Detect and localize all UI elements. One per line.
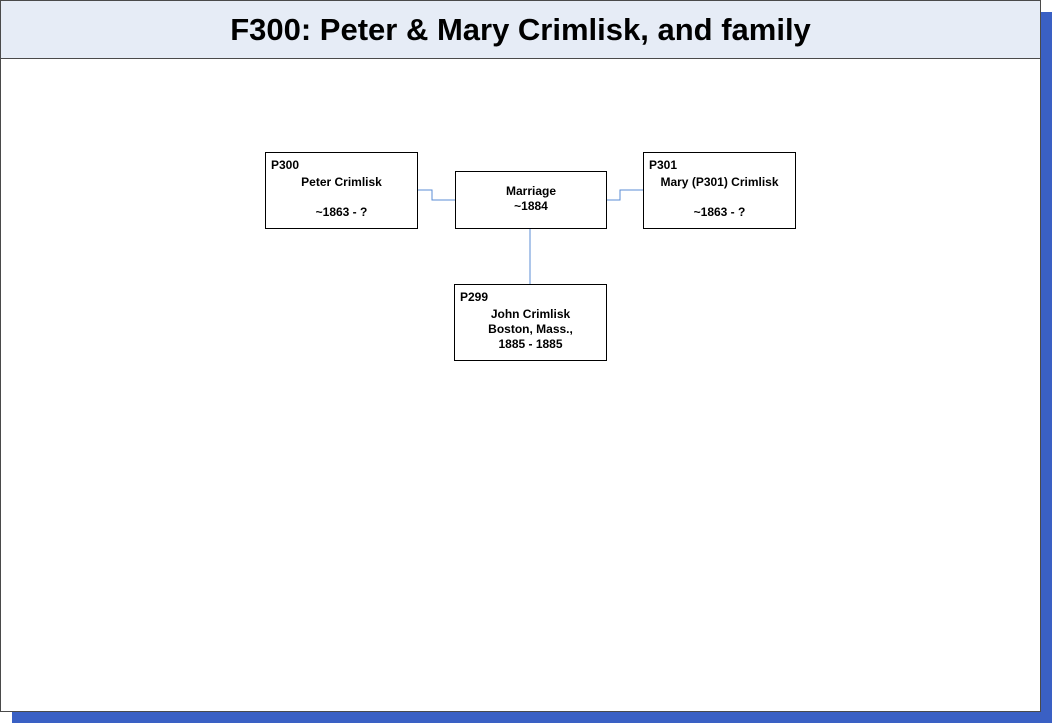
- marriage-node[interactable]: Marriage ~1884: [455, 171, 607, 229]
- person-id: P300: [271, 158, 300, 172]
- chart-title: F300: Peter & Mary Crimlisk, and family: [230, 11, 811, 47]
- connector-lines: [417, 189, 644, 285]
- husband-marriage-connector: [417, 189, 455, 201]
- person-place: [266, 190, 417, 205]
- person-node-wife[interactable]: P301 Mary (P301) Crimlisk ~1863 - ?: [643, 152, 796, 229]
- person-node-child[interactable]: P299 John Crimlisk Boston, Mass., 1885 -…: [454, 284, 607, 361]
- person-place: [644, 190, 795, 205]
- family-chart-page: F300: Peter & Mary Crimlisk, and family …: [0, 0, 1041, 712]
- title-bar: F300: Peter & Mary Crimlisk, and family: [1, 1, 1040, 59]
- person-dates: 1885 - 1885: [498, 337, 563, 351]
- person-dates: ~1863 - ?: [693, 205, 746, 219]
- person-name: Mary (P301) Crimlisk: [660, 175, 779, 189]
- person-id: P301: [649, 158, 678, 172]
- wife-marriage-connector: [606, 189, 644, 201]
- person-name: Peter Crimlisk: [301, 175, 382, 189]
- person-node-husband[interactable]: P300 Peter Crimlisk ~1863 - ?: [265, 152, 418, 229]
- person-place: Boston, Mass.,: [488, 322, 573, 336]
- person-dates: ~1863 - ?: [315, 205, 368, 219]
- marriage-label: Marriage: [505, 184, 557, 198]
- person-id: P299: [460, 290, 489, 304]
- person-name: John Crimlisk: [490, 307, 571, 321]
- marriage-date: ~1884: [514, 199, 548, 213]
